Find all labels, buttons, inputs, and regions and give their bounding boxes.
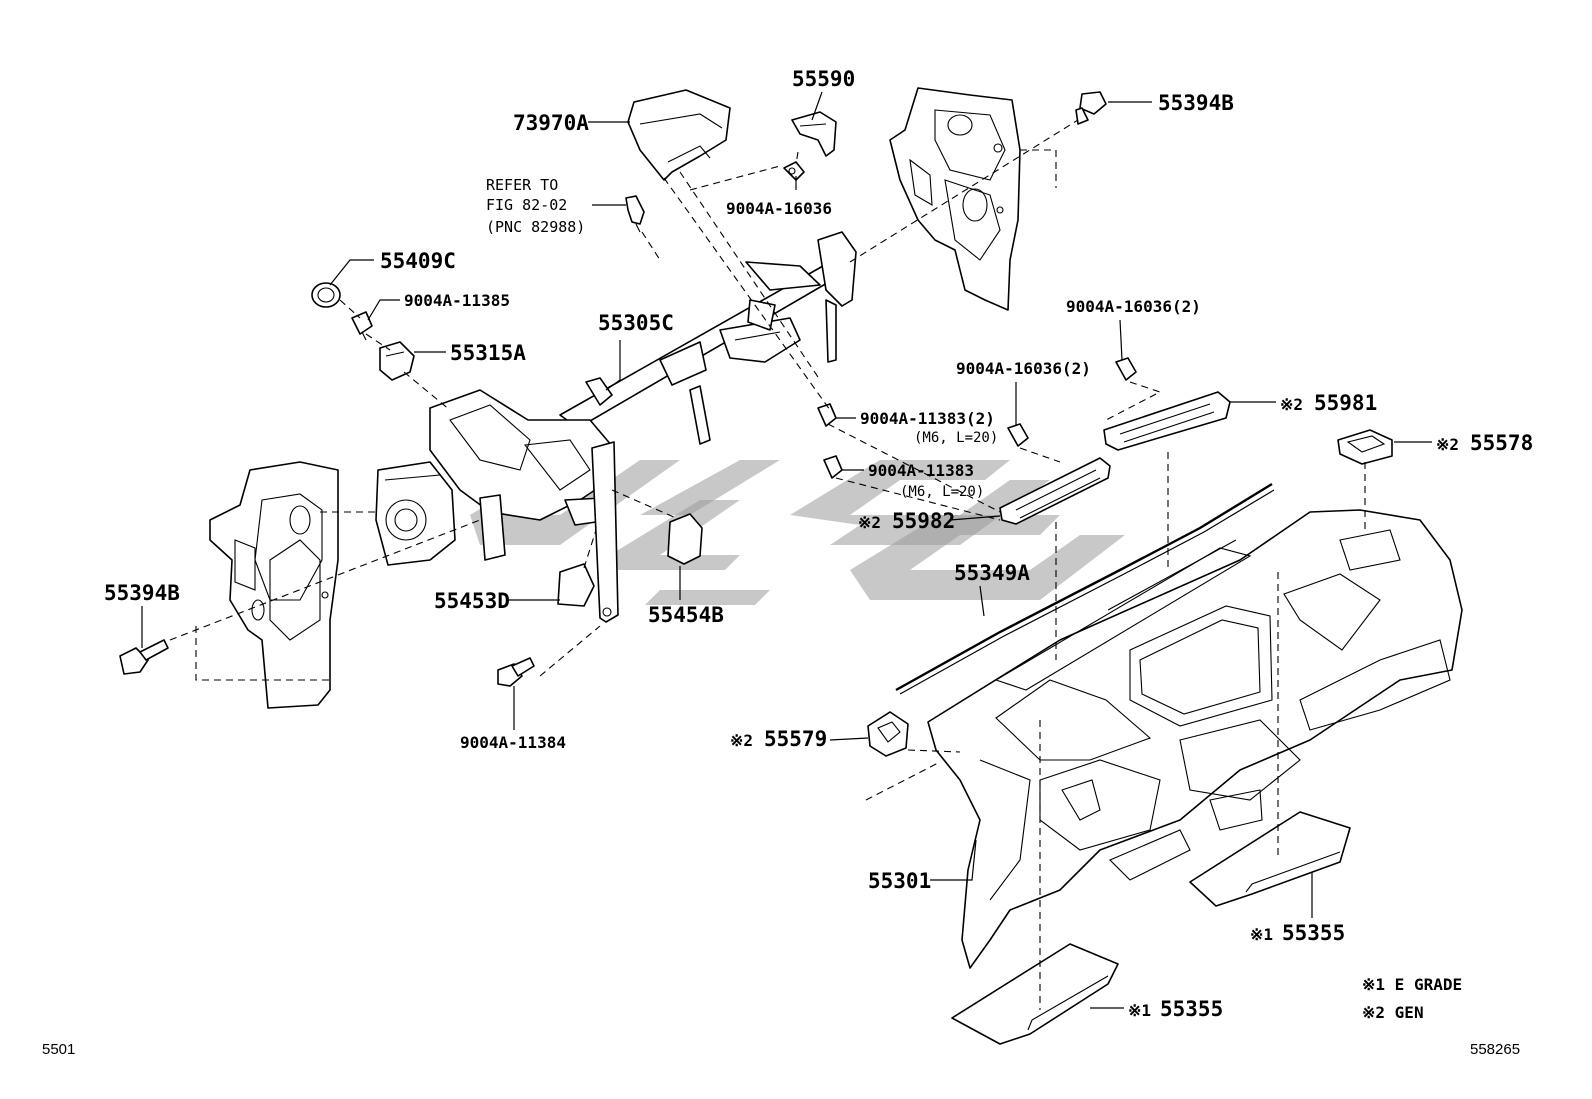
watermark-logo bbox=[470, 460, 1125, 605]
part-55454B bbox=[667, 513, 703, 565]
label-9004A-11383-2-spec: (M6, L=20) bbox=[914, 430, 998, 446]
bolt-55394B-top bbox=[1075, 91, 1107, 125]
label-55394B-top: 55394B bbox=[1158, 91, 1234, 115]
legend-line2: ※2 GEN bbox=[1362, 1003, 1424, 1022]
label-55349A: 55349A bbox=[954, 561, 1030, 585]
bolt-55394B-left bbox=[119, 639, 169, 675]
label-55315A: 55315A bbox=[450, 341, 526, 365]
pad-55355-right bbox=[1189, 811, 1351, 907]
bolt-9004A-11385 bbox=[351, 311, 373, 341]
label-55590: 55590 bbox=[792, 67, 855, 91]
label-55981-mark: ※2 bbox=[1280, 395, 1303, 414]
part-labels: 73970A 55590 55394B REFER TO FIG 82-02 (… bbox=[104, 67, 1533, 1021]
part-55315A bbox=[379, 341, 415, 381]
label-55578-mark: ※2 bbox=[1436, 435, 1459, 454]
label-refer-line3: (PNC 82988) bbox=[486, 218, 585, 236]
part-55579 bbox=[867, 711, 909, 757]
part-55981 bbox=[1103, 391, 1231, 451]
part-55590 bbox=[791, 111, 837, 157]
label-9004A-16036-top: 9004A-16036 bbox=[726, 199, 832, 218]
bolt-9004A-11384 bbox=[497, 657, 535, 687]
label-55453D: 55453D bbox=[434, 589, 510, 613]
part-55578 bbox=[1337, 429, 1393, 465]
label-9004A-11383-spec: (M6, L=20) bbox=[900, 484, 984, 500]
label-refer-line1: REFER TO bbox=[486, 176, 558, 194]
part-55982 bbox=[999, 457, 1111, 525]
bolt-9004A-16036-top bbox=[783, 161, 805, 181]
label-9004A-16036-2b: 9004A-16036(2) bbox=[956, 359, 1091, 378]
label-55982: 55982 bbox=[892, 509, 955, 533]
label-55579-mark: ※2 bbox=[730, 731, 753, 750]
label-55982-mark: ※2 bbox=[858, 513, 881, 532]
label-55454B: 55454B bbox=[648, 603, 724, 627]
label-9004A-11383-2: 9004A-11383(2) bbox=[860, 409, 995, 428]
label-55305C: 55305C bbox=[598, 311, 674, 335]
cross-car-beam bbox=[375, 231, 857, 623]
label-55579: 55579 bbox=[764, 727, 827, 751]
label-55409C: 55409C bbox=[380, 249, 456, 273]
legend-line1: ※1 E GRADE bbox=[1362, 975, 1462, 994]
label-55578: 55578 bbox=[1470, 431, 1533, 455]
assembly-lines bbox=[169, 119, 1366, 1010]
bolts-9004A-11383 bbox=[817, 403, 843, 479]
harness-clip bbox=[625, 195, 645, 233]
part-55349A bbox=[895, 482, 1275, 695]
label-9004A-16036-2a: 9004A-16036(2) bbox=[1066, 297, 1201, 316]
bolts-9004A-16036-pair bbox=[1007, 357, 1137, 447]
label-55355-bottom: 55355 bbox=[1160, 997, 1223, 1021]
illustration-number: 558265 bbox=[1470, 1041, 1520, 1058]
right-side-panel bbox=[889, 87, 1021, 311]
label-55355-right: 55355 bbox=[1282, 921, 1345, 945]
label-9004A-11384: 9004A-11384 bbox=[460, 733, 566, 752]
pad-55355-bottom bbox=[951, 943, 1119, 1045]
part-73970A bbox=[627, 89, 731, 181]
legend: ※1 E GRADE ※2 GEN bbox=[1362, 975, 1462, 1022]
label-refer-line2: FIG 82-02 bbox=[486, 196, 567, 214]
part-55409C bbox=[311, 282, 341, 308]
figure-code: 5501 bbox=[42, 1041, 75, 1058]
left-side-panel bbox=[209, 461, 339, 709]
leader-lines bbox=[141, 91, 1432, 1009]
label-55981: 55981 bbox=[1314, 391, 1377, 415]
label-73970A: 73970A bbox=[513, 111, 589, 135]
label-55355-right-mark: ※1 bbox=[1250, 925, 1273, 944]
label-55355-bottom-mark: ※1 bbox=[1128, 1001, 1151, 1020]
part-55453D bbox=[557, 563, 595, 607]
label-55301: 55301 bbox=[868, 869, 931, 893]
label-9004A-11383: 9004A-11383 bbox=[868, 461, 974, 480]
label-55394B-left: 55394B bbox=[104, 581, 180, 605]
label-9004A-11385: 9004A-11385 bbox=[404, 291, 510, 310]
